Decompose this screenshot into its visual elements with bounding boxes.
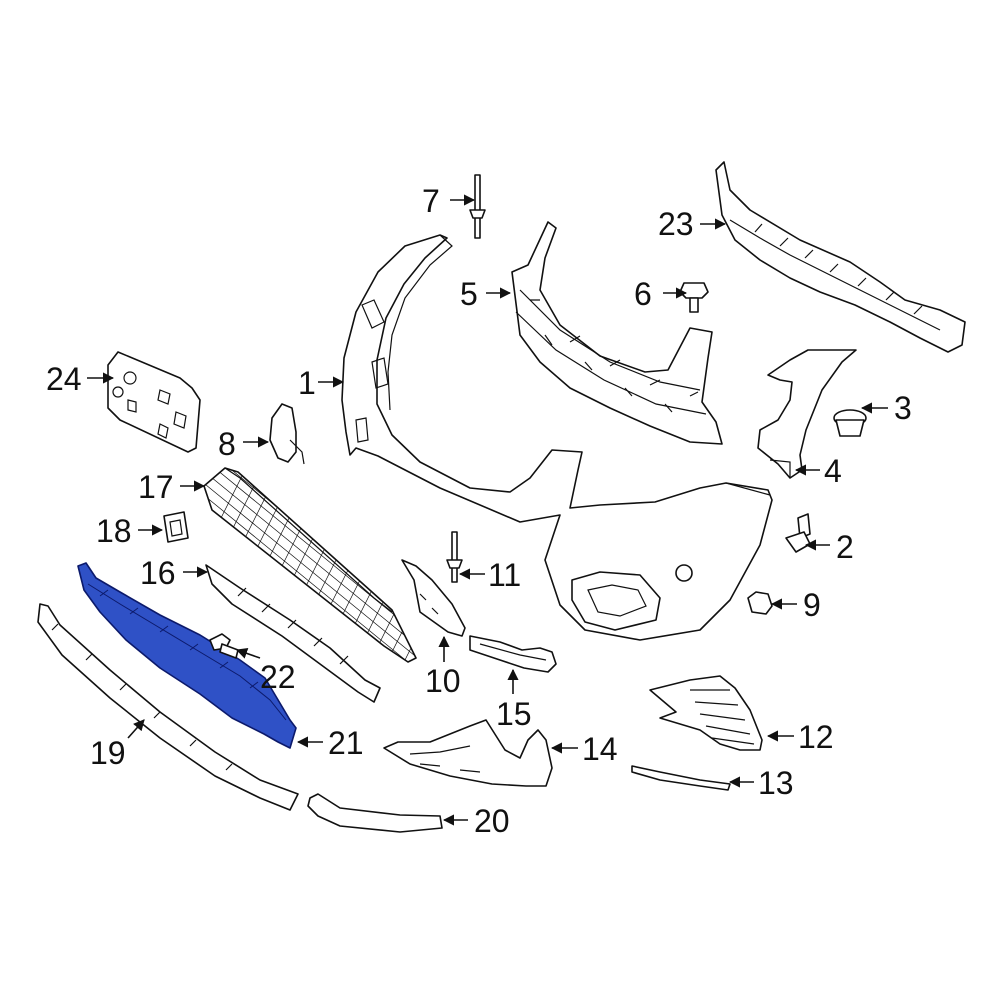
callout-4: 4 [824, 453, 842, 489]
callout-18: 18 [96, 513, 132, 549]
callout-17: 17 [138, 469, 174, 505]
lower-air-deflector [77, 562, 297, 749]
fog-lamp-bracket [383, 719, 553, 787]
callout-20: 20 [474, 803, 510, 839]
callout-9: 9 [803, 587, 821, 623]
license-plate-bracket [107, 351, 201, 453]
push-clip [209, 633, 239, 659]
lower-trim-strip [37, 603, 299, 811]
push-pin-upper [469, 174, 486, 239]
wiring-guide [469, 635, 557, 673]
clip-nut-9 [747, 591, 773, 615]
bumper-reinforcement [511, 221, 723, 445]
callout-16: 16 [140, 555, 176, 591]
callout-23: 23 [658, 206, 694, 242]
bumper-cover [341, 234, 773, 641]
callout-21: 21 [328, 725, 364, 761]
push-pin-lower [446, 531, 463, 583]
callout-11: 11 [488, 557, 521, 593]
fog-lamp-grille [649, 675, 763, 751]
energy-absorber [715, 161, 966, 353]
side-bracket [757, 349, 857, 479]
callout-1: 1 [298, 365, 316, 401]
callout-3: 3 [894, 390, 912, 426]
callout-10: 10 [425, 663, 461, 699]
callout-8: 8 [218, 426, 236, 462]
callout-5: 5 [460, 276, 478, 312]
callout-24: 24 [46, 361, 82, 397]
clip-nut-6 [679, 282, 709, 313]
leader-arrows [87, 194, 888, 826]
callout-6: 6 [634, 276, 652, 312]
bolt [785, 513, 811, 553]
bumper-side-bracket [401, 559, 466, 637]
callout-19: 19 [90, 735, 126, 771]
callout-2: 2 [836, 529, 854, 565]
callout-22: 22 [260, 659, 296, 695]
grille-bracket [205, 564, 381, 703]
callout-12: 12 [798, 719, 834, 755]
callout-14: 14 [582, 731, 618, 767]
tow-hook-cover [269, 403, 305, 465]
lower-trim-piece [307, 793, 443, 833]
clip-nut-3 [833, 409, 867, 437]
callout-7: 7 [422, 183, 440, 219]
fog-lamp-trim [631, 765, 731, 791]
retainer-clip [163, 511, 189, 543]
callout-13: 13 [758, 765, 794, 801]
callout-15: 15 [496, 696, 532, 732]
callout-labels: 1 2 3 4 5 6 7 8 9 10 11 12 13 14 15 16 1… [46, 183, 912, 839]
